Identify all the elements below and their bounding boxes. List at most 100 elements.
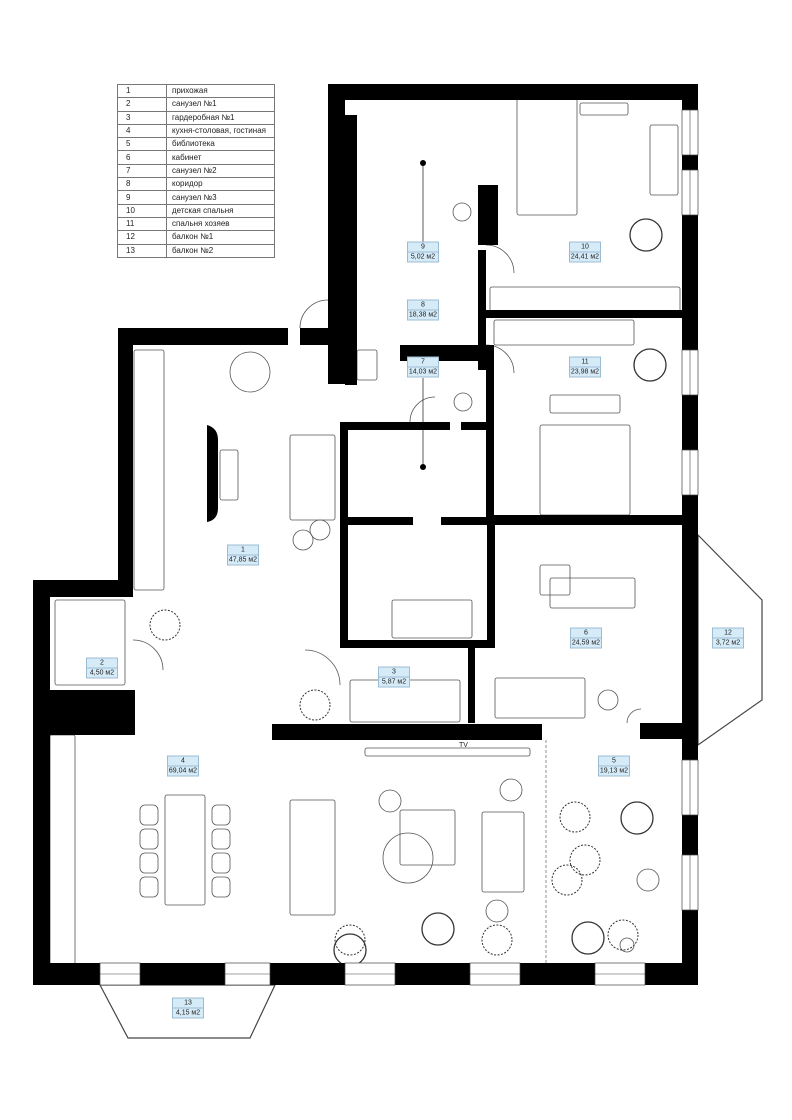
wall [340, 422, 348, 644]
room-number: 11 [570, 358, 600, 368]
bed-master [539, 424, 631, 516]
room-area: 5,87 м2 [381, 678, 407, 686]
room-number: 2 [87, 659, 117, 669]
legend-number: 12 [117, 230, 167, 245]
tv-label: TV [459, 742, 468, 749]
legend-room-name: прихожая [166, 83, 275, 99]
legend-number: 5 [117, 137, 167, 152]
plant-icon [334, 924, 366, 956]
legend-number: 13 [117, 243, 167, 258]
room-area: 19,13 м2 [599, 767, 629, 775]
legend-number: 2 [117, 97, 167, 112]
coffee-table [399, 809, 456, 866]
legend-number: 3 [117, 110, 167, 125]
room-area: 5,02 м2 [410, 253, 436, 261]
plant-icon [569, 844, 601, 876]
legend-number: 6 [117, 150, 167, 165]
wall [486, 345, 494, 520]
wall [486, 310, 682, 318]
dining-chair [139, 804, 159, 826]
wall [682, 84, 698, 984]
wall [300, 328, 328, 345]
armchair [633, 348, 667, 382]
room-area: 69,04 м2 [168, 767, 198, 775]
legend-room-name: балкон №1 [166, 230, 275, 245]
wall [340, 640, 495, 648]
legend-room-name: санузел №1 [166, 97, 275, 112]
room-area: 4,50 м2 [89, 669, 115, 677]
side-table [378, 789, 402, 813]
curved-partition [207, 425, 218, 522]
room-area: 18,38 м2 [408, 311, 438, 319]
plant-icon [481, 924, 513, 956]
legend-room-name: гардеробная №1 [166, 110, 275, 125]
desk-chair-square [539, 564, 571, 596]
plant-pot [453, 392, 473, 412]
side-table [485, 899, 509, 923]
bath3-wc [356, 349, 378, 381]
wall [118, 328, 288, 345]
wall [487, 525, 495, 645]
door-swing [409, 396, 436, 423]
plant-icon [607, 919, 639, 951]
legend-room-name: коридор [166, 177, 275, 192]
wall [33, 580, 50, 985]
desk [649, 124, 679, 196]
office-sofa [494, 677, 586, 719]
bench-master [549, 394, 621, 414]
wall [328, 84, 345, 384]
dining-chair [211, 852, 231, 874]
wall [345, 115, 357, 385]
room-number: 3 [379, 668, 409, 678]
wall [486, 515, 682, 525]
room-number: 8 [408, 301, 438, 311]
ceiling-lamp [420, 464, 426, 470]
room-area: 47,85 м2 [228, 556, 258, 564]
stool [309, 519, 331, 541]
legend-number: 11 [117, 216, 167, 232]
legend-number: 10 [117, 203, 167, 218]
round-mirror [229, 351, 271, 393]
legend-room-name: библиотека [166, 137, 275, 152]
room-area: 3,72 м2 [715, 639, 741, 647]
legend-room-name: санузел №3 [166, 190, 275, 205]
legend-number: 4 [117, 123, 167, 139]
legend-number: 7 [117, 163, 167, 179]
plant-pot [452, 202, 472, 222]
armchair [620, 801, 654, 835]
room-number: 7 [408, 358, 438, 368]
door-swing [485, 244, 515, 274]
wall [340, 422, 450, 430]
dining-chair [211, 876, 231, 898]
wall [478, 185, 498, 245]
plant-icon [299, 689, 331, 721]
door-swing [626, 708, 642, 724]
wall [328, 84, 698, 100]
plant-icon [551, 864, 583, 896]
room-area: 23,98 м2 [570, 368, 600, 376]
wall [441, 517, 493, 525]
room-number: 4 [168, 757, 198, 767]
wall [33, 580, 133, 597]
plant-icon [149, 609, 181, 641]
dining-chair [139, 852, 159, 874]
